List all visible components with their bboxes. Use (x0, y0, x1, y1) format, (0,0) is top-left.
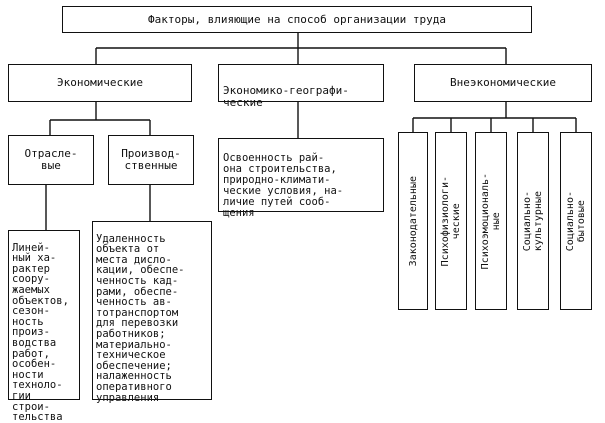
nonecon-sociocultural-label: Социально- культурные (522, 190, 544, 252)
sub-production-box: Производ- ственные (108, 135, 194, 185)
detail-production-text: Удаленность объекта от места дисло- каци… (96, 232, 185, 404)
group-noneconomic-label: Внеэкономические (450, 76, 556, 89)
nonecon-legislative-label: Законодательные (407, 175, 419, 267)
factors-diagram: Факторы, влияющие на способ организации … (8, 6, 592, 422)
detail-sectoral-box: Линей- ный ха- рактер соору- жаемых объе… (8, 230, 80, 422)
group-econgeo-box: Экономико-географи- ческие (218, 64, 384, 109)
sub-production-label: Производ- ственные (121, 147, 181, 172)
detail-econgeo-box: Освоенность рай- она строительства, прир… (218, 138, 384, 219)
nonecon-sociodomestic-label: Социально- бытовые (565, 190, 587, 252)
nonecon-psychophysio-box: Психофизиологи- ческие (435, 132, 467, 310)
group-economic-box: Экономические (8, 64, 192, 102)
title-box: Факторы, влияющие на способ организации … (62, 6, 532, 33)
nonecon-legislative-box: Законодательные (398, 132, 428, 310)
group-economic-label: Экономические (56, 76, 144, 89)
sub-sectoral-label: Отрасле- вые (24, 147, 78, 172)
detail-production-box: Удаленность объекта от места дисло- каци… (92, 221, 212, 403)
diagram-title: Факторы, влияющие на способ организации … (147, 12, 446, 26)
group-econgeo-label: Экономико-географи- ческие (223, 84, 349, 109)
group-noneconomic-box: Внеэкономические (414, 64, 592, 102)
nonecon-psychoemotional-box: Психоэмоциональ- ные (475, 132, 507, 310)
nonecon-sociodomestic-box: Социально- бытовые (560, 132, 592, 310)
detail-sectoral-text: Линей- ный ха- рактер соору- жаемых объе… (12, 241, 69, 423)
nonecon-psychoemotional-label: Психоэмоциональ- ные (480, 172, 502, 270)
nonecon-sociocultural-box: Социально- культурные (517, 132, 549, 310)
sub-sectoral-box: Отрасле- вые (8, 135, 94, 185)
nonecon-psychophysio-label: Психофизиологи- ческие (440, 175, 462, 267)
detail-econgeo-text: Освоенность рай- она строительства, прир… (223, 152, 344, 219)
